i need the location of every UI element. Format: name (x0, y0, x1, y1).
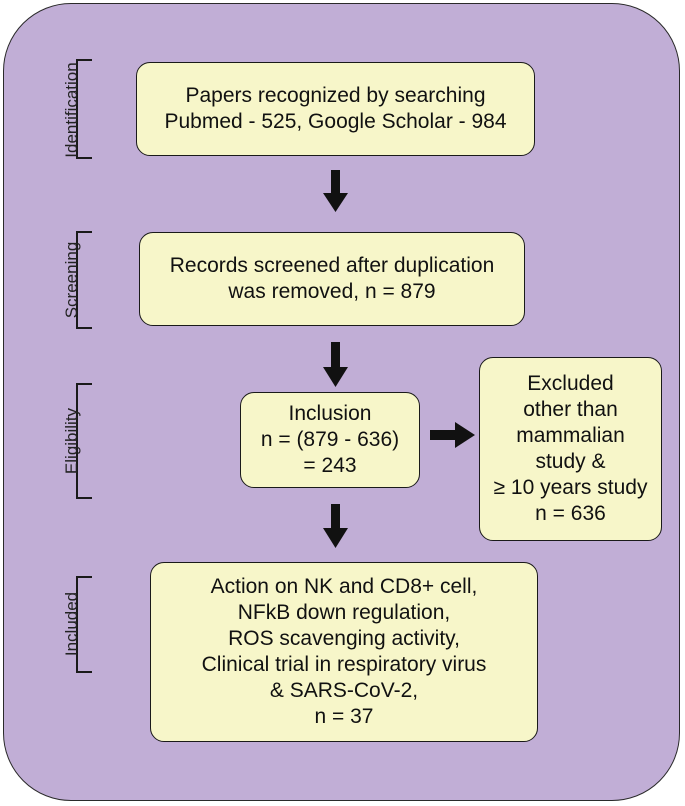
identified-line-2: Pubmed - 525, Google Scholar - 984 (164, 110, 507, 133)
screened-line-1: Records screened after duplication (169, 254, 495, 277)
excluded-box: Excluded other than mammalian study & ≥ … (479, 357, 662, 541)
included-line-5: & SARS-CoV-2, (269, 679, 419, 702)
bracket-included (76, 576, 92, 673)
excluded-line-6: n = 636 (535, 502, 606, 525)
stage-label-screening: Screening (62, 241, 81, 319)
arrow-inclusion-to-excluded (430, 422, 475, 448)
identified-line-1: Papers recognized by searching (185, 84, 486, 107)
included-box: Action on NK and CD8+ cell, NFkB down re… (150, 562, 538, 742)
included-line-6: n = 37 (314, 705, 374, 728)
stage-label-eligibility: Eligibility (62, 407, 81, 475)
arrow-screened-to-inclusion (323, 342, 348, 387)
stage-label-identification: Identification (62, 62, 81, 158)
bracket-eligibility (76, 383, 92, 499)
bracket-screening (76, 231, 92, 329)
excluded-line-2: other than (523, 398, 618, 421)
included-line-3: ROS scavenging activity, (228, 627, 460, 650)
excluded-line-5: ≥ 10 years study (493, 476, 648, 499)
inclusion-line-1: Inclusion (288, 402, 372, 425)
identified-box: Papers recognized by searching Pubmed - … (136, 62, 535, 156)
screened-line-2: was removed, n = 879 (228, 280, 436, 303)
included-line-2: NFkB down regulation, (237, 601, 451, 624)
screened-box: Records screened after duplication was r… (139, 232, 525, 326)
inclusion-line-2: n = (879 - 636) (260, 428, 400, 451)
included-line-4: Clinical trial in respiratory virus (201, 653, 487, 676)
stage-label-included: Included (62, 591, 81, 657)
included-line-1: Action on NK and CD8+ cell, (210, 575, 478, 598)
inclusion-line-3: = 243 (303, 454, 357, 477)
arrow-identified-to-screened (323, 170, 348, 212)
excluded-line-3: mammalian (516, 424, 625, 447)
excluded-line-1: Excluded (527, 372, 614, 395)
excluded-line-4: study & (535, 450, 606, 473)
arrow-inclusion-to-included (323, 504, 348, 548)
bracket-identification (76, 59, 92, 159)
inclusion-box: Inclusion n = (879 - 636) = 243 (240, 392, 420, 488)
